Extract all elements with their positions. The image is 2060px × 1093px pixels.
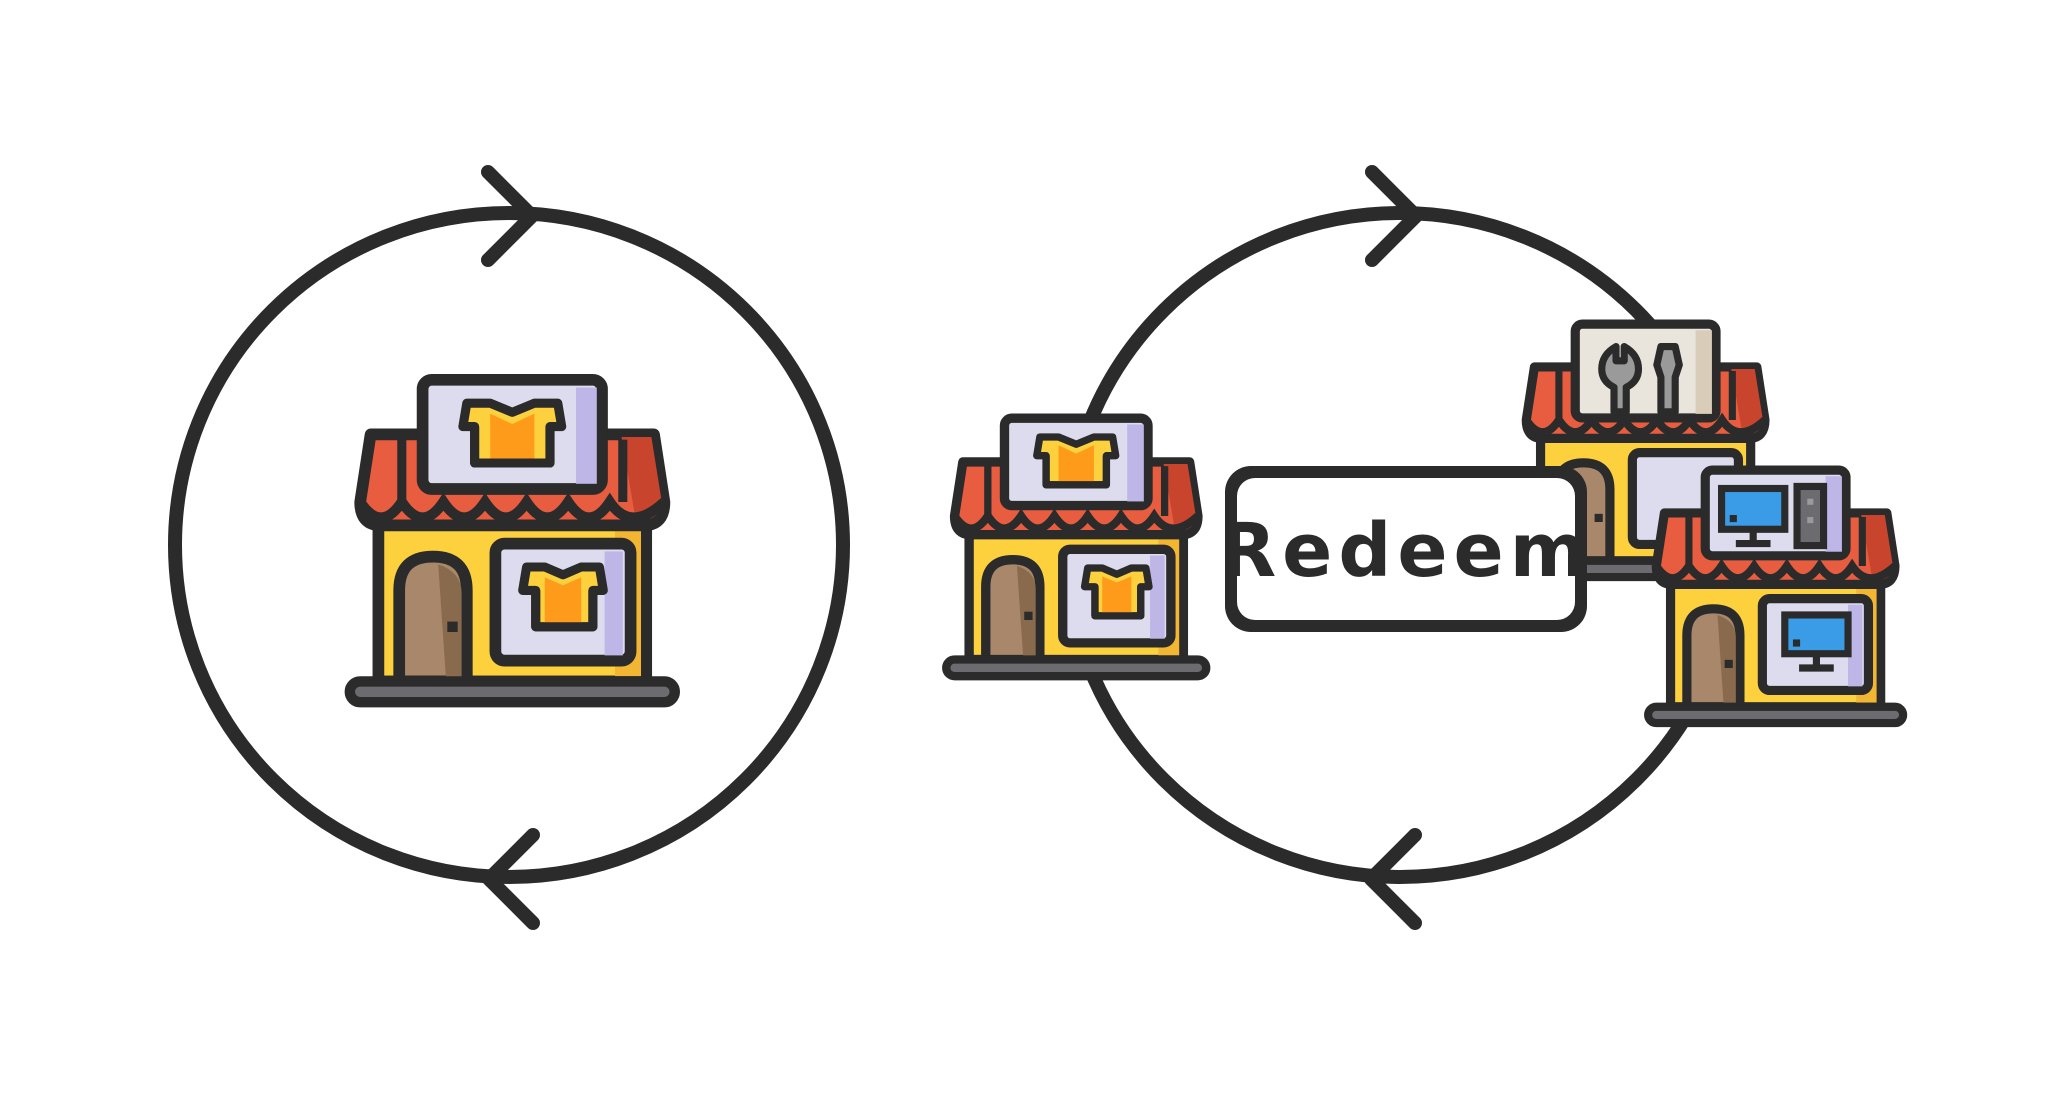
redeem-label-box: Redeem	[1219, 466, 1593, 632]
cycle-arrow-top-icon	[481, 165, 539, 267]
clothing-shop-icon	[946, 418, 1206, 676]
cycle-arrow-bottom-icon	[1364, 828, 1422, 930]
cycle-ring	[168, 206, 850, 884]
clothing-shop-icon	[350, 380, 675, 702]
single-shop-loop	[168, 165, 850, 930]
cycle-arrow-bottom-icon	[482, 828, 540, 930]
cycle-arrow-top-icon	[1365, 165, 1423, 267]
redeem-network-loop: Redeem	[946, 165, 1903, 930]
redeem-label: Redeem	[1219, 508, 1593, 594]
